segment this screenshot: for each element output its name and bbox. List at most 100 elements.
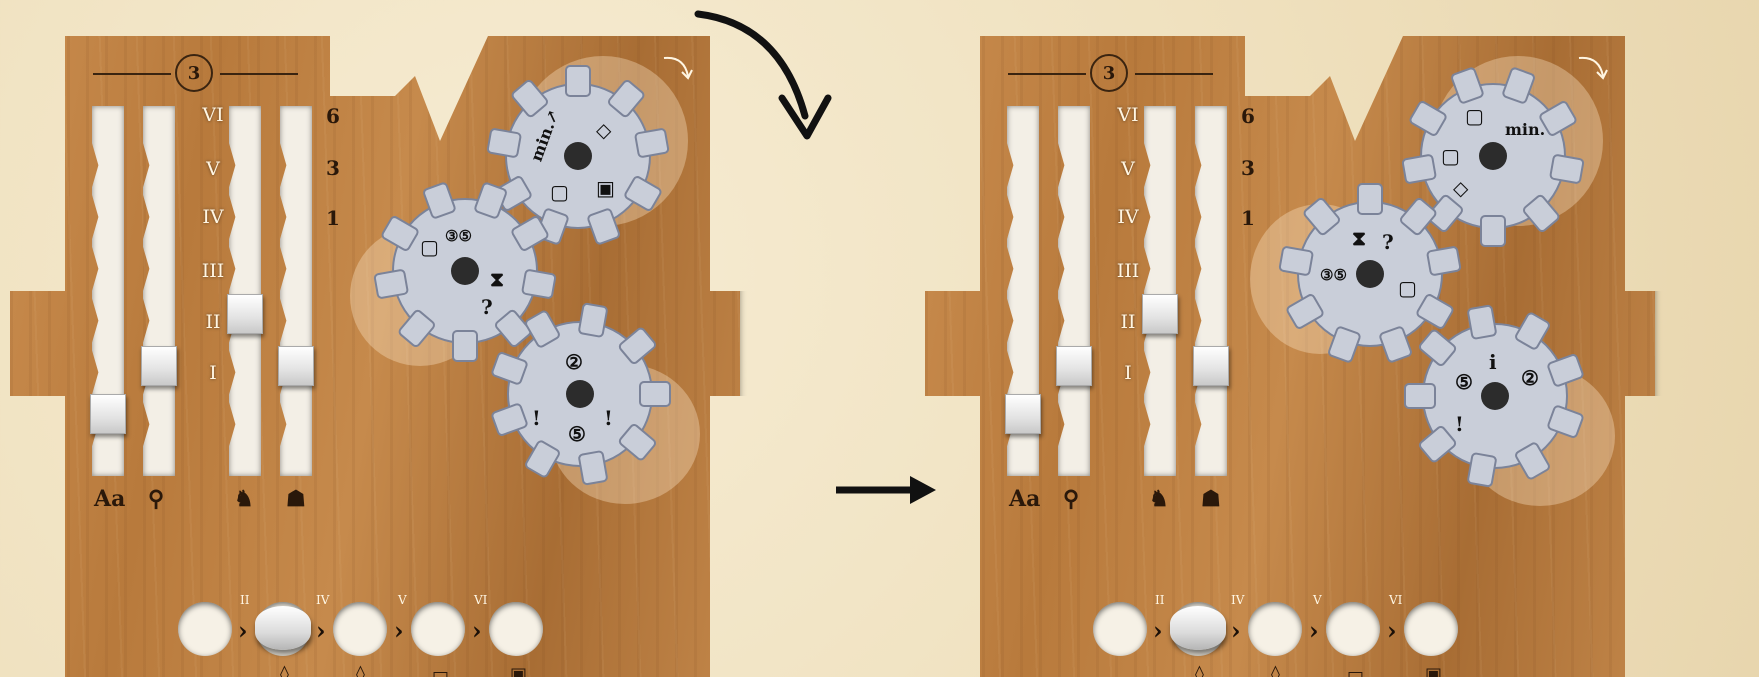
track-slot: [1144, 106, 1176, 476]
gear-symbol: ▣: [596, 176, 615, 200]
chevron-icon: ›: [316, 616, 326, 645]
gear-symbol: ⧗: [490, 267, 504, 291]
track-icon: ☗: [286, 486, 306, 512]
hole-label: VI: [474, 593, 487, 607]
drop-icon: ◊: [1195, 664, 1204, 677]
gear-symbol: !: [532, 406, 541, 430]
hole-label: V: [398, 593, 407, 607]
resource-hole: [178, 602, 232, 656]
gear-symbol: ③⑤: [1320, 266, 1347, 284]
header-line-right: [1135, 73, 1213, 75]
hole-label: IV: [1231, 593, 1244, 607]
drop-icon: ◊: [1271, 664, 1280, 677]
chevron-icon: ›: [1387, 616, 1397, 645]
track-cube[interactable]: [141, 346, 177, 386]
gear-symbol: ▢: [1441, 144, 1460, 168]
resource-hole: [1326, 602, 1380, 656]
level-label: III: [193, 260, 233, 282]
resource-hole: [1248, 602, 1302, 656]
chevron-icon: ›: [1153, 616, 1163, 645]
chevron-icon: ›: [472, 616, 482, 645]
drop-icon: ◊: [280, 664, 289, 677]
gear-symbol: ⑤: [1455, 370, 1473, 394]
track-icon: ☗: [1201, 486, 1221, 512]
level-label: VI: [1108, 104, 1148, 126]
track-icon: ⚲: [1063, 486, 1079, 512]
gear-symbol: ◇: [596, 118, 611, 142]
resource-hole: [489, 602, 543, 656]
hole-label: II: [1155, 593, 1164, 607]
track-cube[interactable]: [1142, 294, 1178, 334]
track-slot: [1195, 106, 1227, 476]
track-icon: Aa: [1009, 486, 1040, 512]
gear-symbol: ?: [1382, 230, 1394, 254]
gear-symbol: ⑤: [568, 422, 586, 446]
level-label: I: [193, 362, 233, 384]
reward-value: 6: [1241, 104, 1255, 128]
track-cube[interactable]: [1056, 346, 1092, 386]
hole-label: V: [1313, 593, 1322, 607]
chevron-icon: ›: [238, 616, 248, 645]
level-label: III: [1108, 260, 1148, 282]
gear-symbol: min.: [1505, 120, 1545, 139]
hole-label: II: [240, 593, 249, 607]
gear-bottom[interactable]: i ② ! ⑤: [1395, 296, 1595, 496]
gear-bottom[interactable]: ② ! ⑤ !: [480, 294, 680, 494]
track-icon: ⚲: [148, 486, 164, 512]
player-board-before: 3 VI V IV III II I 6 3 1 Aa ⚲ ♞ ☗ › › › …: [10, 36, 740, 677]
track-cube[interactable]: [227, 294, 263, 334]
reward-value: 1: [1241, 206, 1255, 230]
frame-icon: ▭: [432, 664, 449, 677]
chevron-icon: ›: [1309, 616, 1319, 645]
gear-symbol: i: [1489, 350, 1497, 374]
resource-disc[interactable]: [1170, 606, 1226, 650]
square-icon: ▣: [1425, 664, 1442, 677]
reward-value: 3: [326, 156, 340, 180]
square-icon: ▣: [510, 664, 527, 677]
gear-symbol: ③⑤: [445, 227, 472, 245]
right-arrow-icon: [832, 470, 942, 510]
drop-icon: ◊: [356, 664, 365, 677]
track-slot: [143, 106, 175, 476]
level-label: V: [1108, 158, 1148, 180]
gear-symbol: !: [1455, 412, 1464, 436]
track-cube[interactable]: [90, 394, 126, 434]
reward-value: 3: [1241, 156, 1255, 180]
reward-value: 6: [326, 104, 340, 128]
gear-symbol: ⧗: [1352, 226, 1366, 250]
header-badge: 3: [175, 54, 213, 92]
header-line-left: [93, 73, 171, 75]
track-slot: [1058, 106, 1090, 476]
track-cube[interactable]: [278, 346, 314, 386]
header-badge: 3: [1090, 54, 1128, 92]
frame-icon: ▭: [1347, 664, 1364, 677]
hole-label: IV: [316, 593, 329, 607]
level-label: IV: [1108, 206, 1148, 228]
resource-hole: [333, 602, 387, 656]
track-icon: Aa: [94, 486, 125, 512]
resource-disc[interactable]: [255, 606, 311, 650]
gear-icon: [480, 294, 680, 494]
gear-symbol: ▢: [1465, 104, 1484, 128]
track-slot: [229, 106, 261, 476]
gear-icon: [1395, 296, 1595, 496]
header-line-right: [220, 73, 298, 75]
header-line-left: [1008, 73, 1086, 75]
chevron-icon: ›: [1231, 616, 1241, 645]
track-cube[interactable]: [1193, 346, 1229, 386]
track-icon: ♞: [1149, 486, 1169, 512]
track-cube[interactable]: [1005, 394, 1041, 434]
gear-symbol: ②: [1521, 366, 1539, 390]
resource-hole: [411, 602, 465, 656]
curved-arrow-icon: [690, 6, 840, 166]
hole-label: VI: [1389, 593, 1402, 607]
track-slot: [280, 106, 312, 476]
gear-symbol: ②: [565, 350, 583, 374]
resource-hole: [1093, 602, 1147, 656]
level-label: V: [193, 158, 233, 180]
chevron-icon: ›: [394, 616, 404, 645]
player-board-after: 3 VI V IV III II I 6 3 1 Aa ⚲ ♞ ☗ › › › …: [925, 36, 1655, 677]
resource-hole: [1404, 602, 1458, 656]
level-label: VI: [193, 104, 233, 126]
level-label: IV: [193, 206, 233, 228]
